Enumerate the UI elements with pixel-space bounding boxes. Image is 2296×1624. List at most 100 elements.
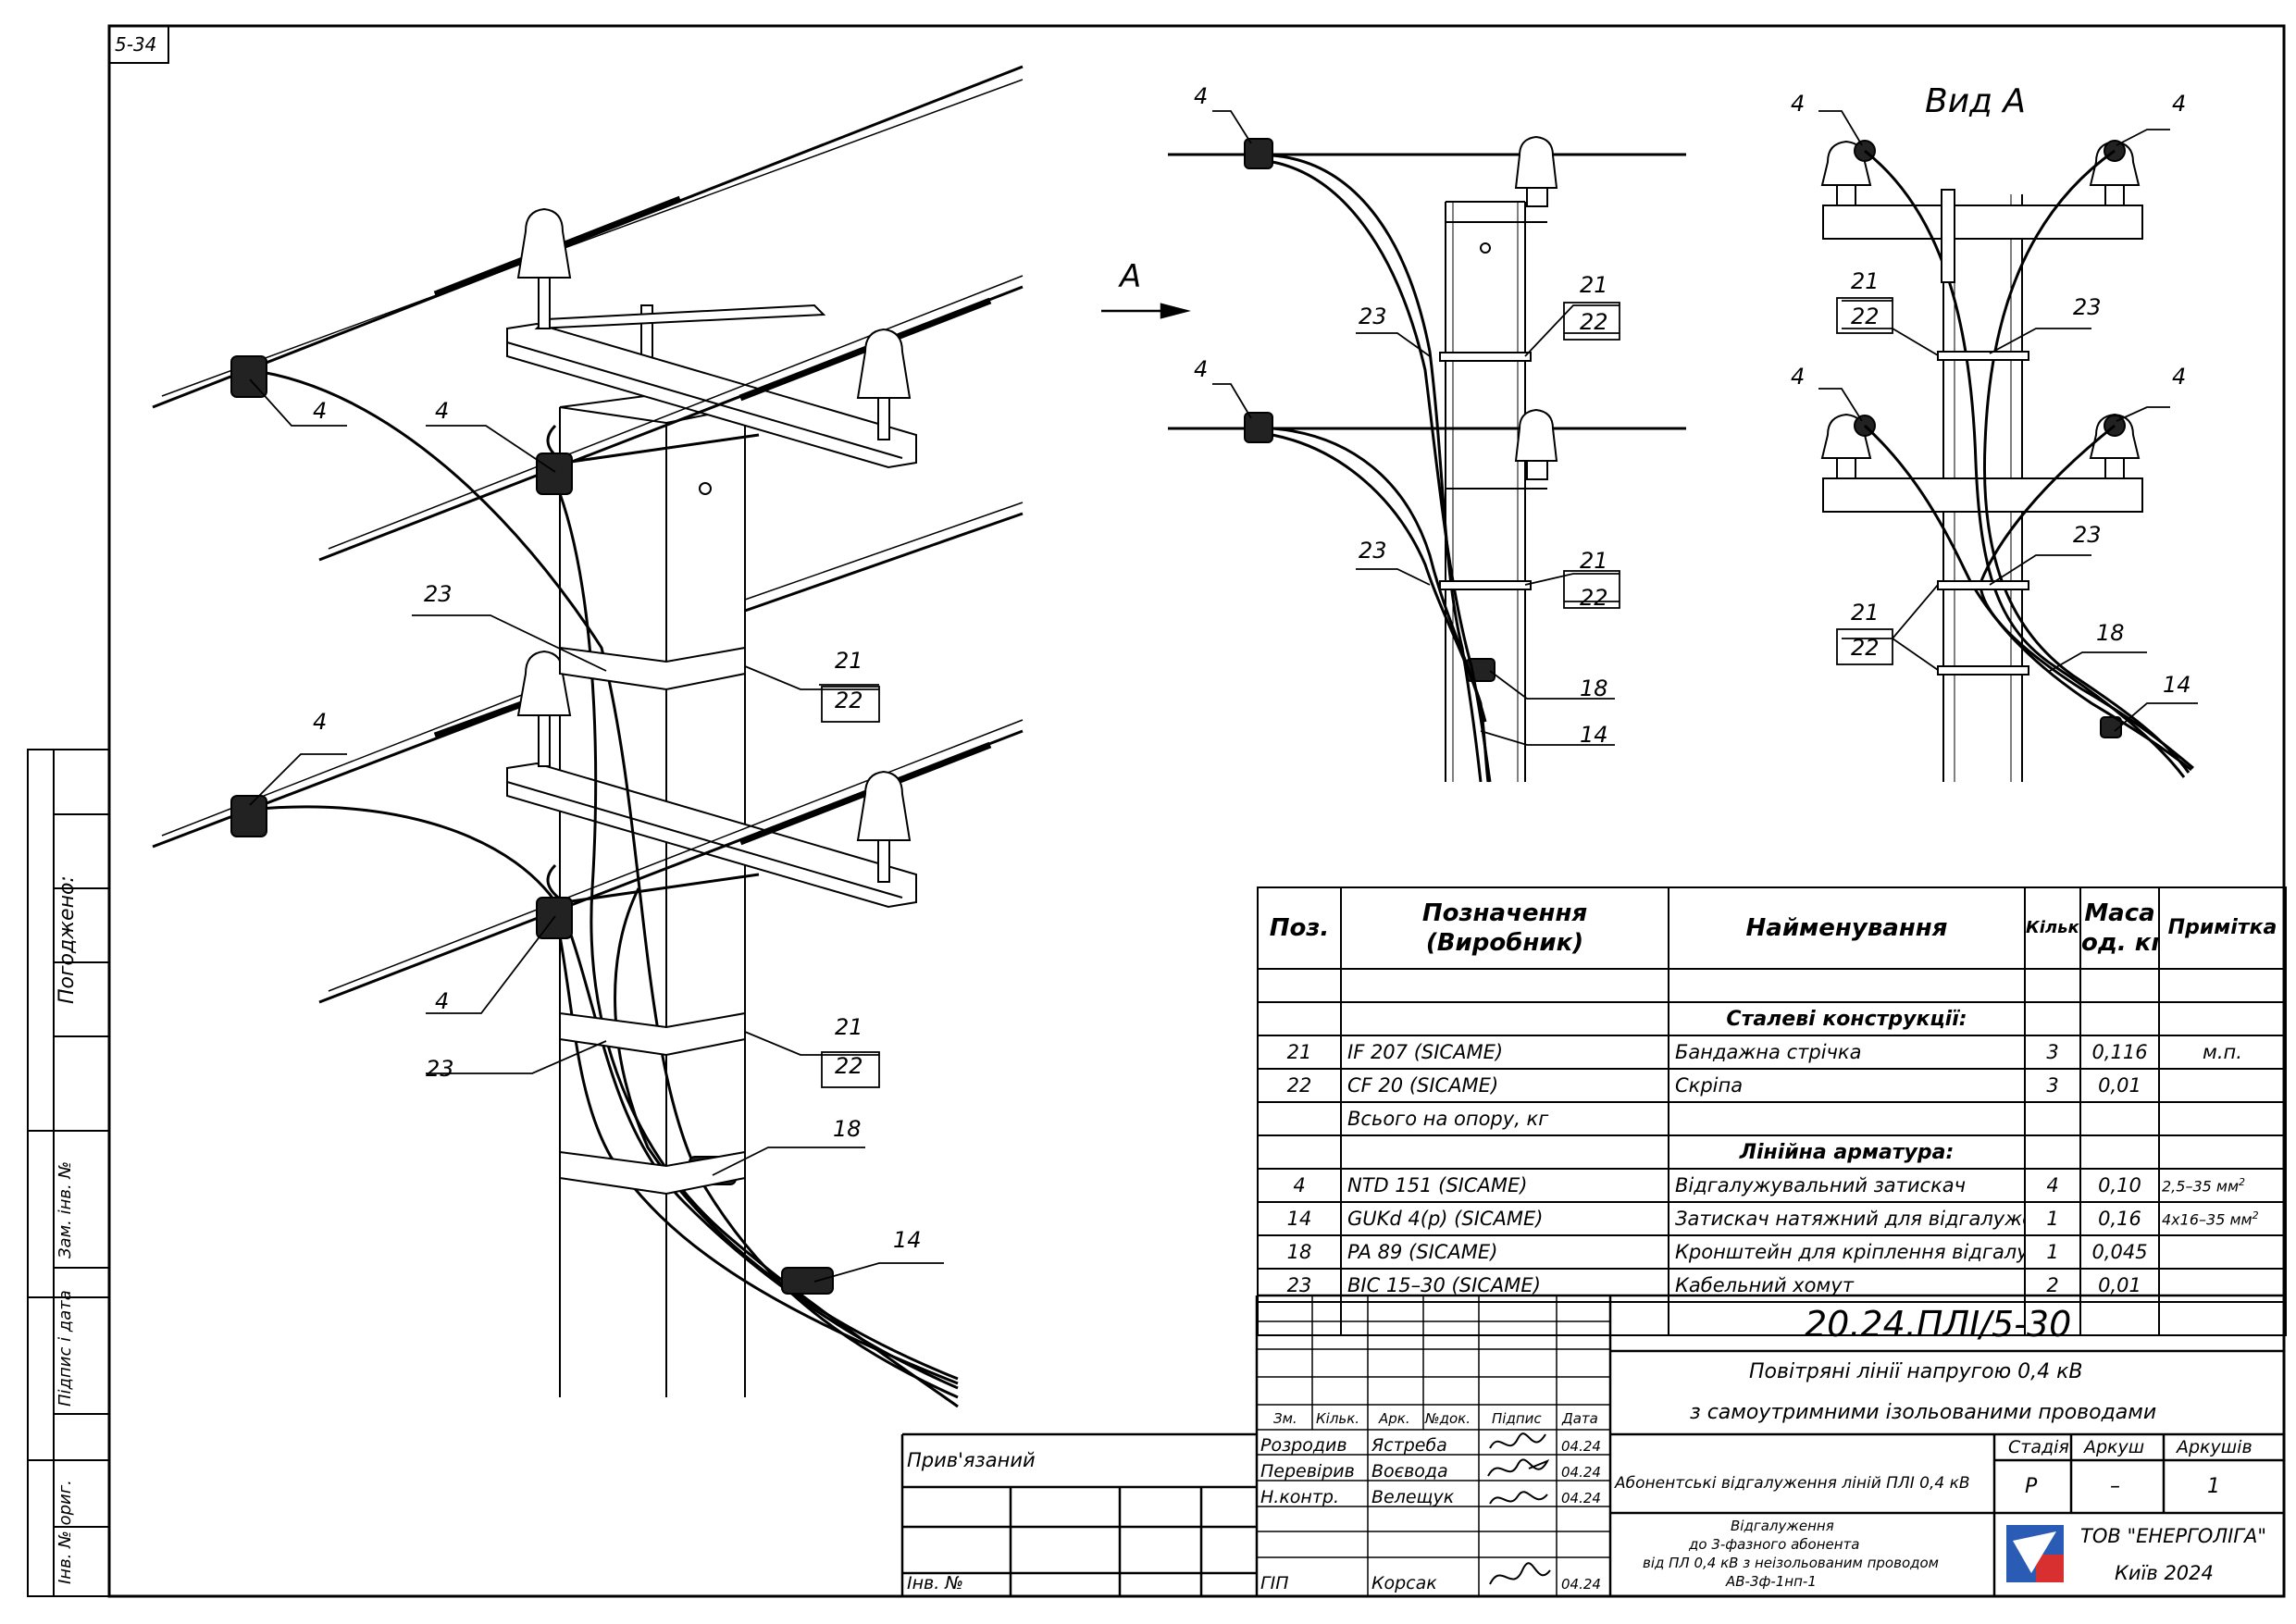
rev-header-data: Дата	[1562, 1410, 1598, 1427]
rev-header-ark: Арк.	[1379, 1410, 1410, 1427]
specification-table: Поз. Позначення(Виробник) Найменування К…	[1257, 886, 2287, 1336]
date-developer: 04.24	[1561, 1438, 1601, 1455]
lower-bracket	[506, 762, 917, 909]
rev-header-zm: Зм.	[1273, 1410, 1297, 1427]
spec-section-title: Сталеві конструкції:	[1257, 1001, 2287, 1036]
callout-label: 22	[1580, 309, 1608, 335]
sheet-id-box	[108, 25, 169, 64]
table-row: 18 PA 89 (SICAME) Кронштейн для кріпленн…	[1257, 1234, 2287, 1270]
spec-header-row: Поз. Позначення(Виробник) Найменування К…	[1257, 886, 2287, 970]
drawing-desc-line: до 3-фазного абонента	[1689, 1536, 1860, 1553]
callout-label: 21	[835, 648, 863, 674]
label-boxes-left	[821, 686, 880, 1088]
company-logo-icon	[2006, 1525, 2064, 1582]
right-side-view	[1818, 110, 2198, 782]
callout-label: 23	[2073, 294, 2102, 320]
callout-label: 22	[1851, 304, 1880, 329]
callout-label: 4	[313, 709, 328, 735]
drawing-desc-line: АВ-3ф-1нп-1	[1726, 1573, 1817, 1590]
header-designation: Позначення(Виробник)	[1340, 886, 1669, 970]
sheet-title: Абонентські відгалуження ліній ПЛІ 0,4 к…	[1615, 1474, 1970, 1493]
stage-header: Стадія	[2008, 1437, 2069, 1457]
callout-label: 4	[1791, 364, 1806, 390]
spec-section-title: Лінійна арматура:	[1257, 1134, 2287, 1170]
callout-label: 4	[2172, 91, 2187, 117]
company-name: ТОВ "ЕНЕРГОЛІГА"	[2080, 1525, 2267, 1547]
callout-label: 21	[1580, 272, 1608, 298]
table-row: 21 IF 207 (SICAME) Бандажна стрічка 3 0,…	[1257, 1035, 2287, 1070]
view-arrow-label: А	[1120, 258, 1142, 295]
callout-label: 23	[424, 581, 453, 607]
callout-label: 22	[1580, 585, 1608, 611]
header-qty: Кільк.	[2024, 886, 2081, 970]
table-row: 22 CF 20 (SICAME) Скріпа 3 0,01	[1257, 1068, 2287, 1103]
callout-label: 14	[2163, 672, 2191, 698]
sheet-value: –	[2110, 1475, 2120, 1498]
stage-value: Р	[2025, 1475, 2038, 1498]
leaders-left	[249, 378, 944, 1283]
callout-label: 23	[1359, 538, 1387, 564]
role-developer: Розродив	[1260, 1435, 1347, 1456]
callout-label: 22	[835, 1053, 863, 1079]
callout-label: 23	[2073, 522, 2102, 548]
callout-label: 4	[1194, 356, 1209, 382]
header-note: Примітка	[2158, 886, 2287, 970]
callout-label: 4	[313, 398, 328, 424]
title-line-2: з самоутримними ізольованими проводами	[1690, 1401, 2157, 1424]
sheets-value: 1	[2207, 1475, 2220, 1498]
role-chief-engineer: ГІП	[1260, 1573, 1289, 1593]
title-line-1: Повітряні лінії напругою 0,4 кВ	[1749, 1360, 2083, 1383]
callout-label: 14	[1580, 722, 1608, 748]
rev-header-kilk: Кільк.	[1316, 1410, 1360, 1427]
middle-front-view	[1168, 110, 1686, 783]
callout-label: 14	[893, 1227, 922, 1253]
drawing-desc-line: від ПЛ 0,4 кВ з неізольованим проводом	[1643, 1555, 1939, 1571]
table-row: 4 NTD 151 (SICAME) Відгалужувальний зати…	[1257, 1168, 2287, 1203]
bound-label: Прив'язаний	[907, 1449, 1036, 1471]
spec-row-blank	[1257, 1301, 2287, 1336]
callout-label: 4	[435, 988, 450, 1014]
name-developer: Ястреба	[1371, 1435, 1447, 1456]
drawing-desc-line: Відгалуження	[1731, 1518, 1834, 1534]
table-row: 14 GUKd 4(p) (SICAME) Затискач натяжний …	[1257, 1201, 2287, 1236]
sheet-id: 5-34	[115, 33, 157, 56]
name-checker: Воєвода	[1371, 1461, 1448, 1481]
callout-label: 21	[1851, 600, 1880, 626]
sheets-header: Аркушів	[2177, 1437, 2253, 1457]
callout-label: 23	[1359, 304, 1387, 329]
insulators-left	[516, 207, 912, 883]
name-chief-engineer: Корсак	[1371, 1573, 1437, 1593]
role-checker: Перевірив	[1260, 1461, 1355, 1481]
role-norm-control: Н.контр.	[1260, 1487, 1340, 1507]
callout-label: 18	[1580, 676, 1608, 701]
view-a-title: Вид А	[1925, 82, 2027, 120]
left-isometric-view	[152, 65, 1191, 1408]
name-norm-control: Велещук	[1371, 1487, 1455, 1507]
callout-label: 23	[426, 1056, 454, 1082]
rev-header-pidpys: Підпис	[1492, 1410, 1542, 1427]
date-checker: 04.24	[1561, 1464, 1601, 1481]
date-norm-control: 04.24	[1561, 1490, 1601, 1506]
callout-label: 4	[1791, 91, 1806, 117]
spec-row-blank	[1257, 968, 2287, 1003]
date-chief-engineer: 04.24	[1561, 1576, 1601, 1593]
callout-label: 18	[2096, 620, 2125, 646]
rev-header-ndok: №док.	[1425, 1410, 1471, 1427]
city-year: Київ 2024	[2115, 1562, 2214, 1584]
view-arrow	[1101, 303, 1191, 319]
callout-label: 4	[1194, 83, 1209, 109]
header-pos: Поз.	[1257, 886, 1342, 970]
callout-label: 21	[1580, 548, 1608, 574]
callout-label: 18	[833, 1116, 862, 1142]
inv-no-label: Інв. №	[907, 1573, 964, 1593]
callout-label: 22	[835, 688, 863, 713]
table-row: Всього на опору, кг	[1257, 1101, 2287, 1136]
side-block	[27, 749, 110, 1597]
header-name: Найменування	[1668, 886, 2026, 970]
sheet-header: Аркуш	[2084, 1437, 2145, 1457]
branch-clamps-left	[230, 355, 834, 1295]
callout-label: 21	[1851, 268, 1880, 294]
